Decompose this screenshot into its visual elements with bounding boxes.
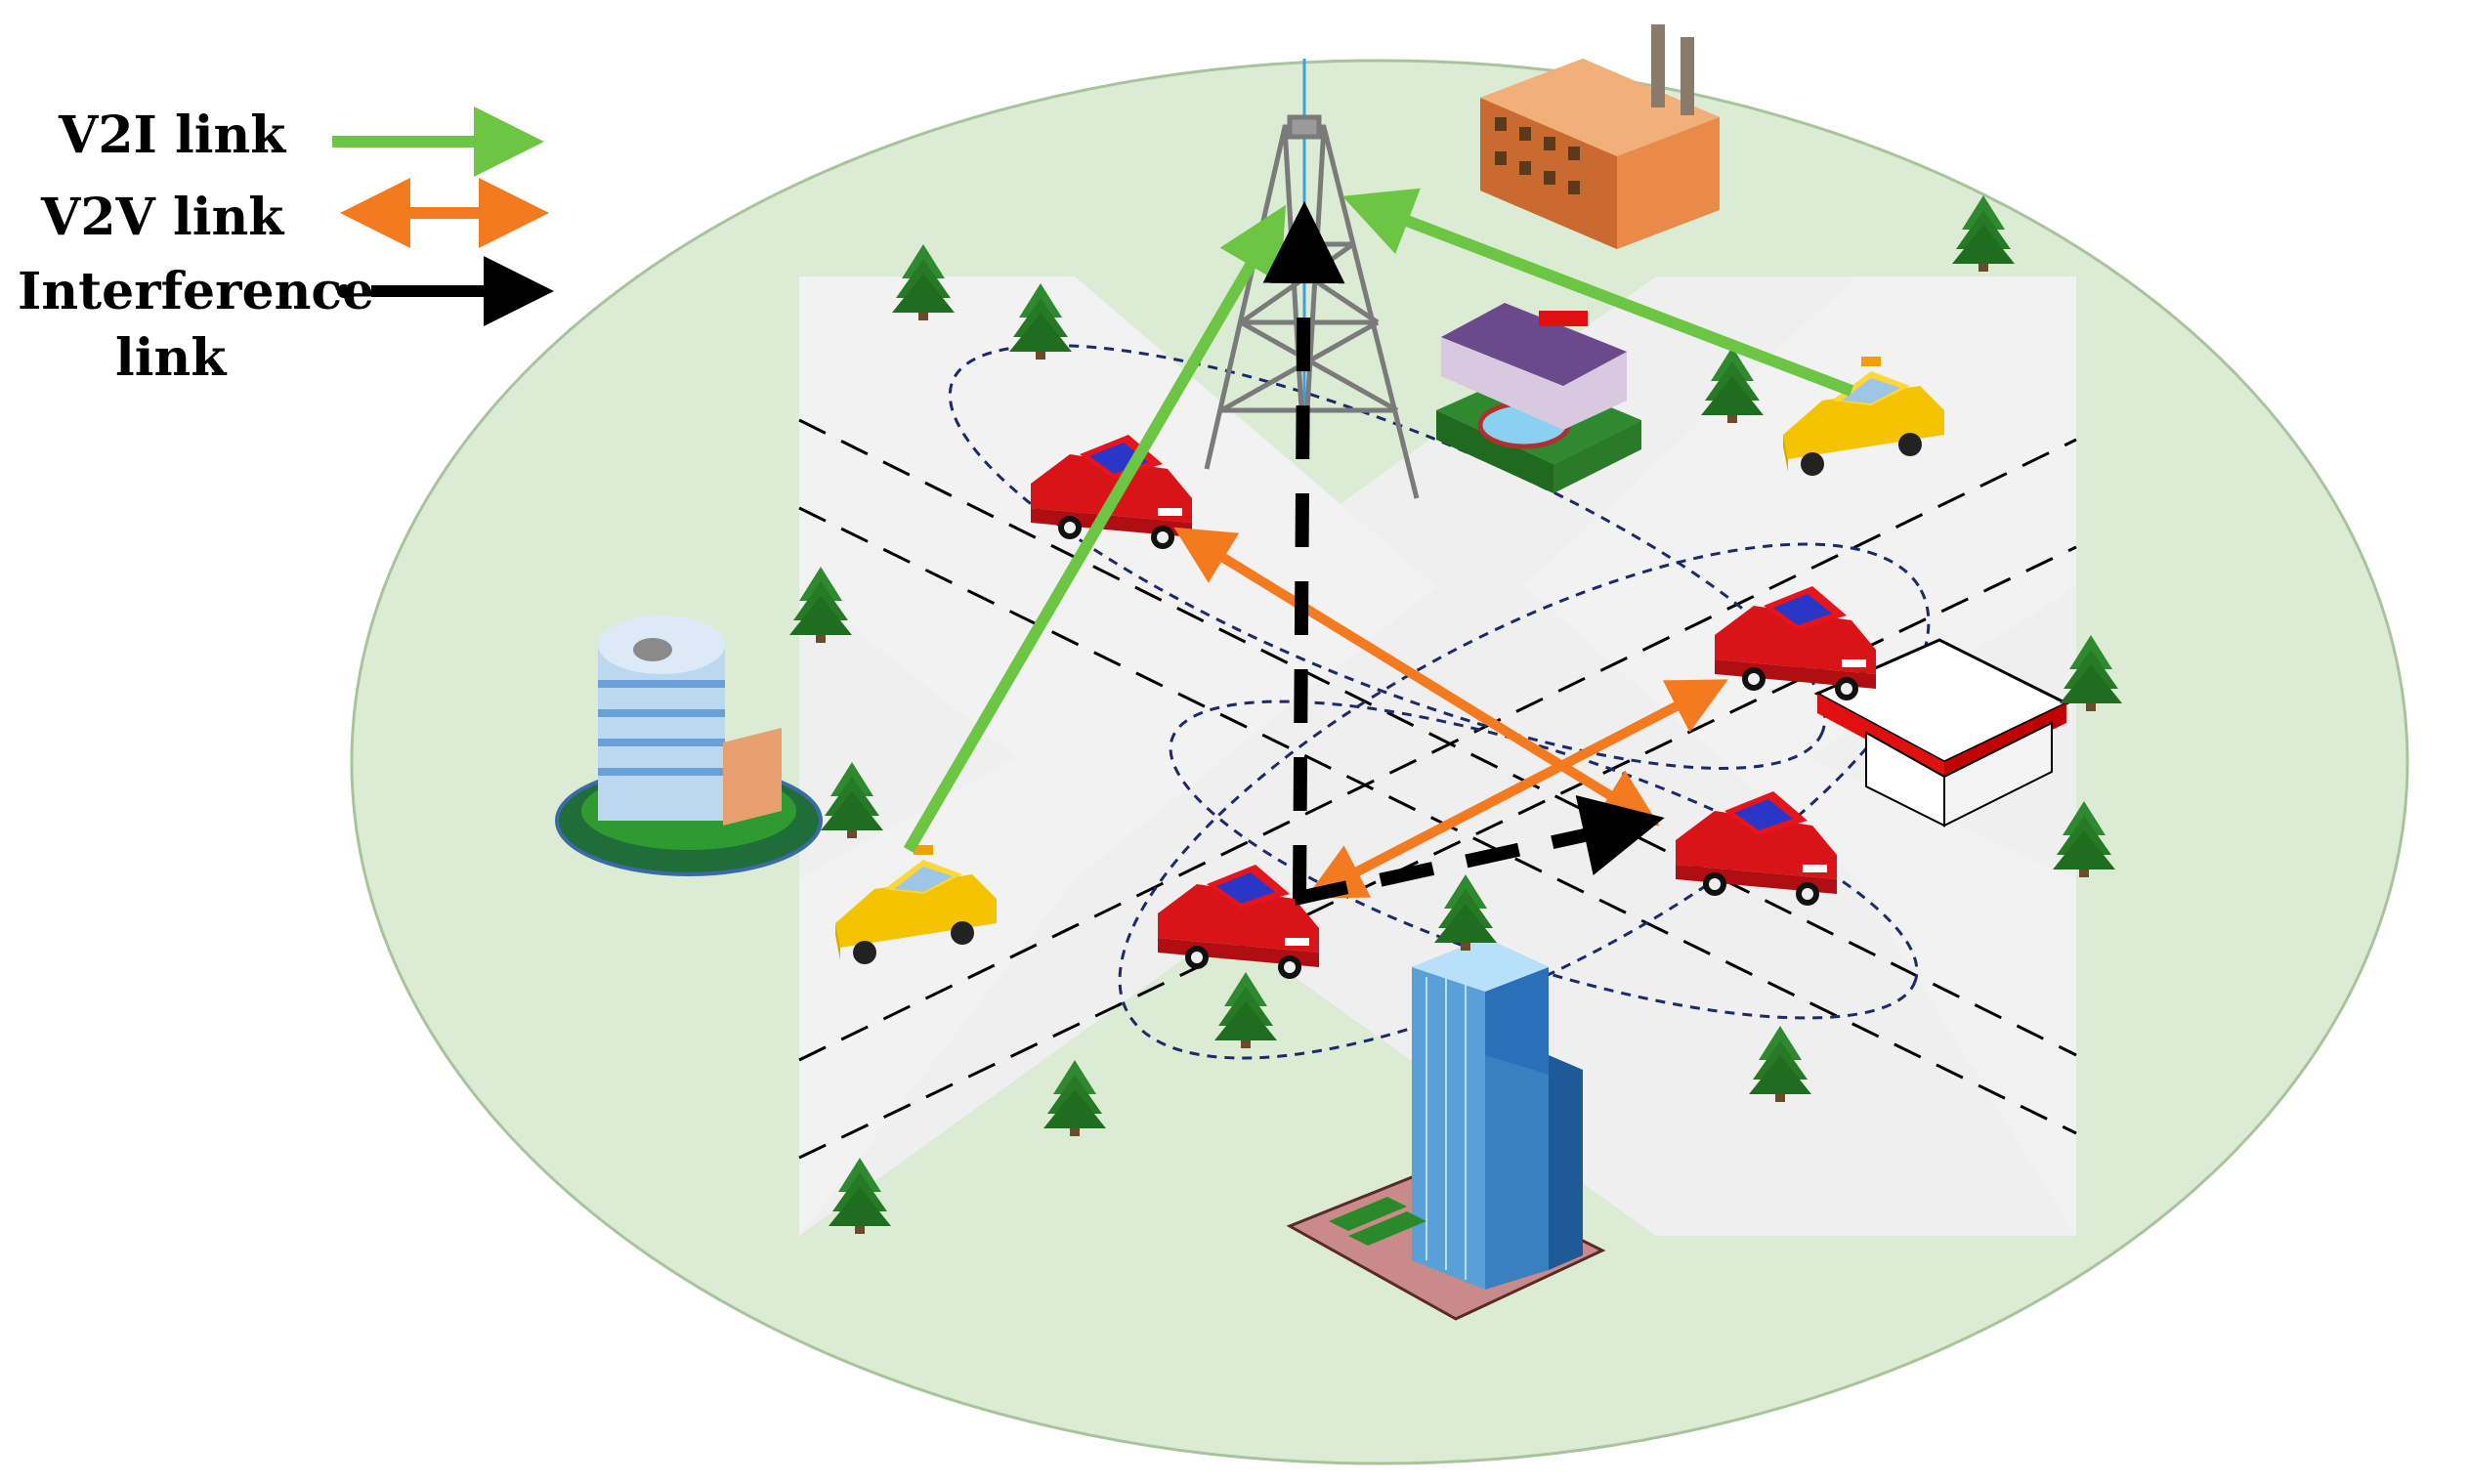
legend bbox=[332, 106, 554, 326]
interference-links bbox=[1262, 201, 1665, 906]
pool-building-icon bbox=[1436, 303, 1641, 493]
v2i-links bbox=[903, 188, 1854, 854]
legend-v2v-label: V2V link bbox=[41, 188, 284, 247]
factory-icon bbox=[1480, 24, 1720, 249]
legend-v2i-label: V2I link bbox=[59, 106, 286, 165]
v2v-links bbox=[1173, 527, 1728, 899]
office-building-icon bbox=[555, 615, 823, 876]
legend-interference-label-2: link bbox=[115, 328, 227, 388]
skyscraper-icon bbox=[1286, 938, 1606, 1321]
gas-station-icon bbox=[1813, 638, 2070, 827]
legend-interference-label: Interference bbox=[18, 262, 375, 321]
